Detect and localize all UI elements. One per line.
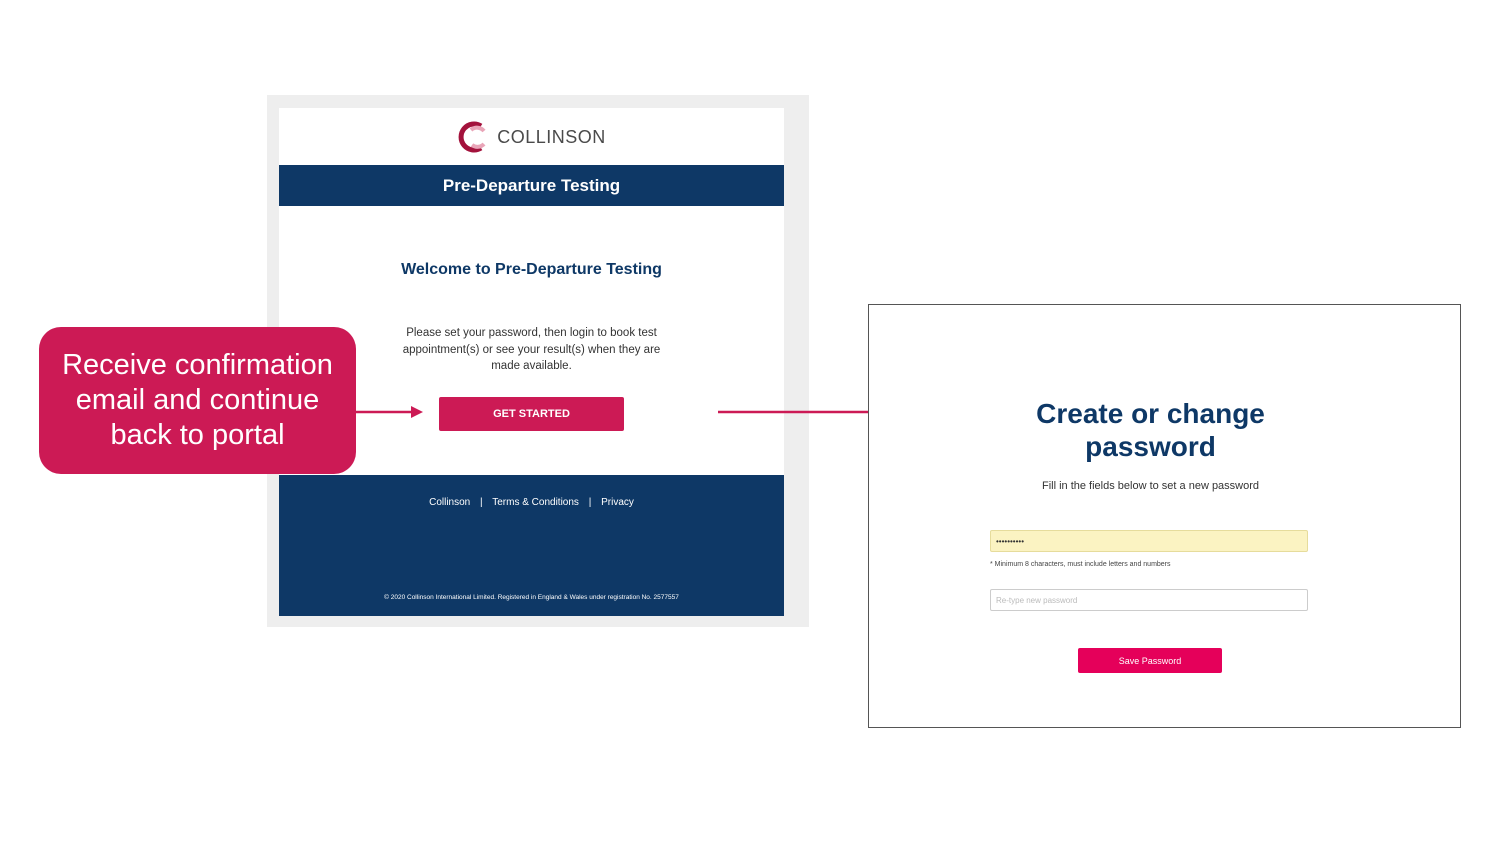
password-hint: * Minimum 8 characters, must include let… xyxy=(990,561,1171,568)
copyright-text: © 2020 Collinson International Limited. … xyxy=(384,594,679,601)
callout-line: email and continue xyxy=(75,384,320,416)
welcome-heading: Welcome to Pre-Departure Testing xyxy=(401,261,662,278)
save-password-button[interactable]: Save Password xyxy=(1078,648,1222,673)
footer-link-collinson[interactable]: Collinson xyxy=(429,497,471,508)
confirmation-email: COLLINSON Pre-Departure Testing Welcome … xyxy=(279,108,784,616)
footer-link-privacy[interactable]: Privacy xyxy=(601,497,634,508)
step-callout: Receive confirmation email and continue … xyxy=(39,327,356,474)
callout-line: Receive confirmation xyxy=(62,349,333,381)
callout-line: back to portal xyxy=(110,419,285,451)
title-line: password xyxy=(1085,431,1216,462)
brand-name: COLLINSON xyxy=(497,126,606,147)
email-body-text: Please set your password, then login to … xyxy=(402,327,661,372)
footer-separator: | xyxy=(588,497,592,508)
new-password-field[interactable] xyxy=(990,530,1308,552)
arrow-right-icon xyxy=(355,406,423,418)
email-footer: Collinson | Terms & Conditions | Privacy… xyxy=(279,475,784,616)
footer-separator: | xyxy=(480,497,483,508)
email-header-bar: Pre-Departure Testing xyxy=(279,165,784,206)
collinson-logo-icon xyxy=(458,121,486,153)
footer-links: Collinson | Terms & Conditions | Privacy xyxy=(279,497,784,508)
title-line: Create or change xyxy=(1036,398,1265,429)
retype-password-field[interactable] xyxy=(990,589,1308,611)
email-preview-frame: COLLINSON Pre-Departure Testing Welcome … xyxy=(267,95,809,627)
email-header-title: Pre-Departure Testing xyxy=(442,175,621,195)
get-started-button[interactable]: GET STARTED xyxy=(439,397,624,431)
brand-logo: COLLINSON xyxy=(279,120,784,154)
page-title: Create or change password xyxy=(869,397,1432,463)
password-portal-preview: Create or change password Fill in the fi… xyxy=(868,304,1461,728)
footer-link-terms[interactable]: Terms & Conditions xyxy=(492,497,579,508)
page-subtitle: Fill in the fields below to set a new pa… xyxy=(1041,480,1260,492)
